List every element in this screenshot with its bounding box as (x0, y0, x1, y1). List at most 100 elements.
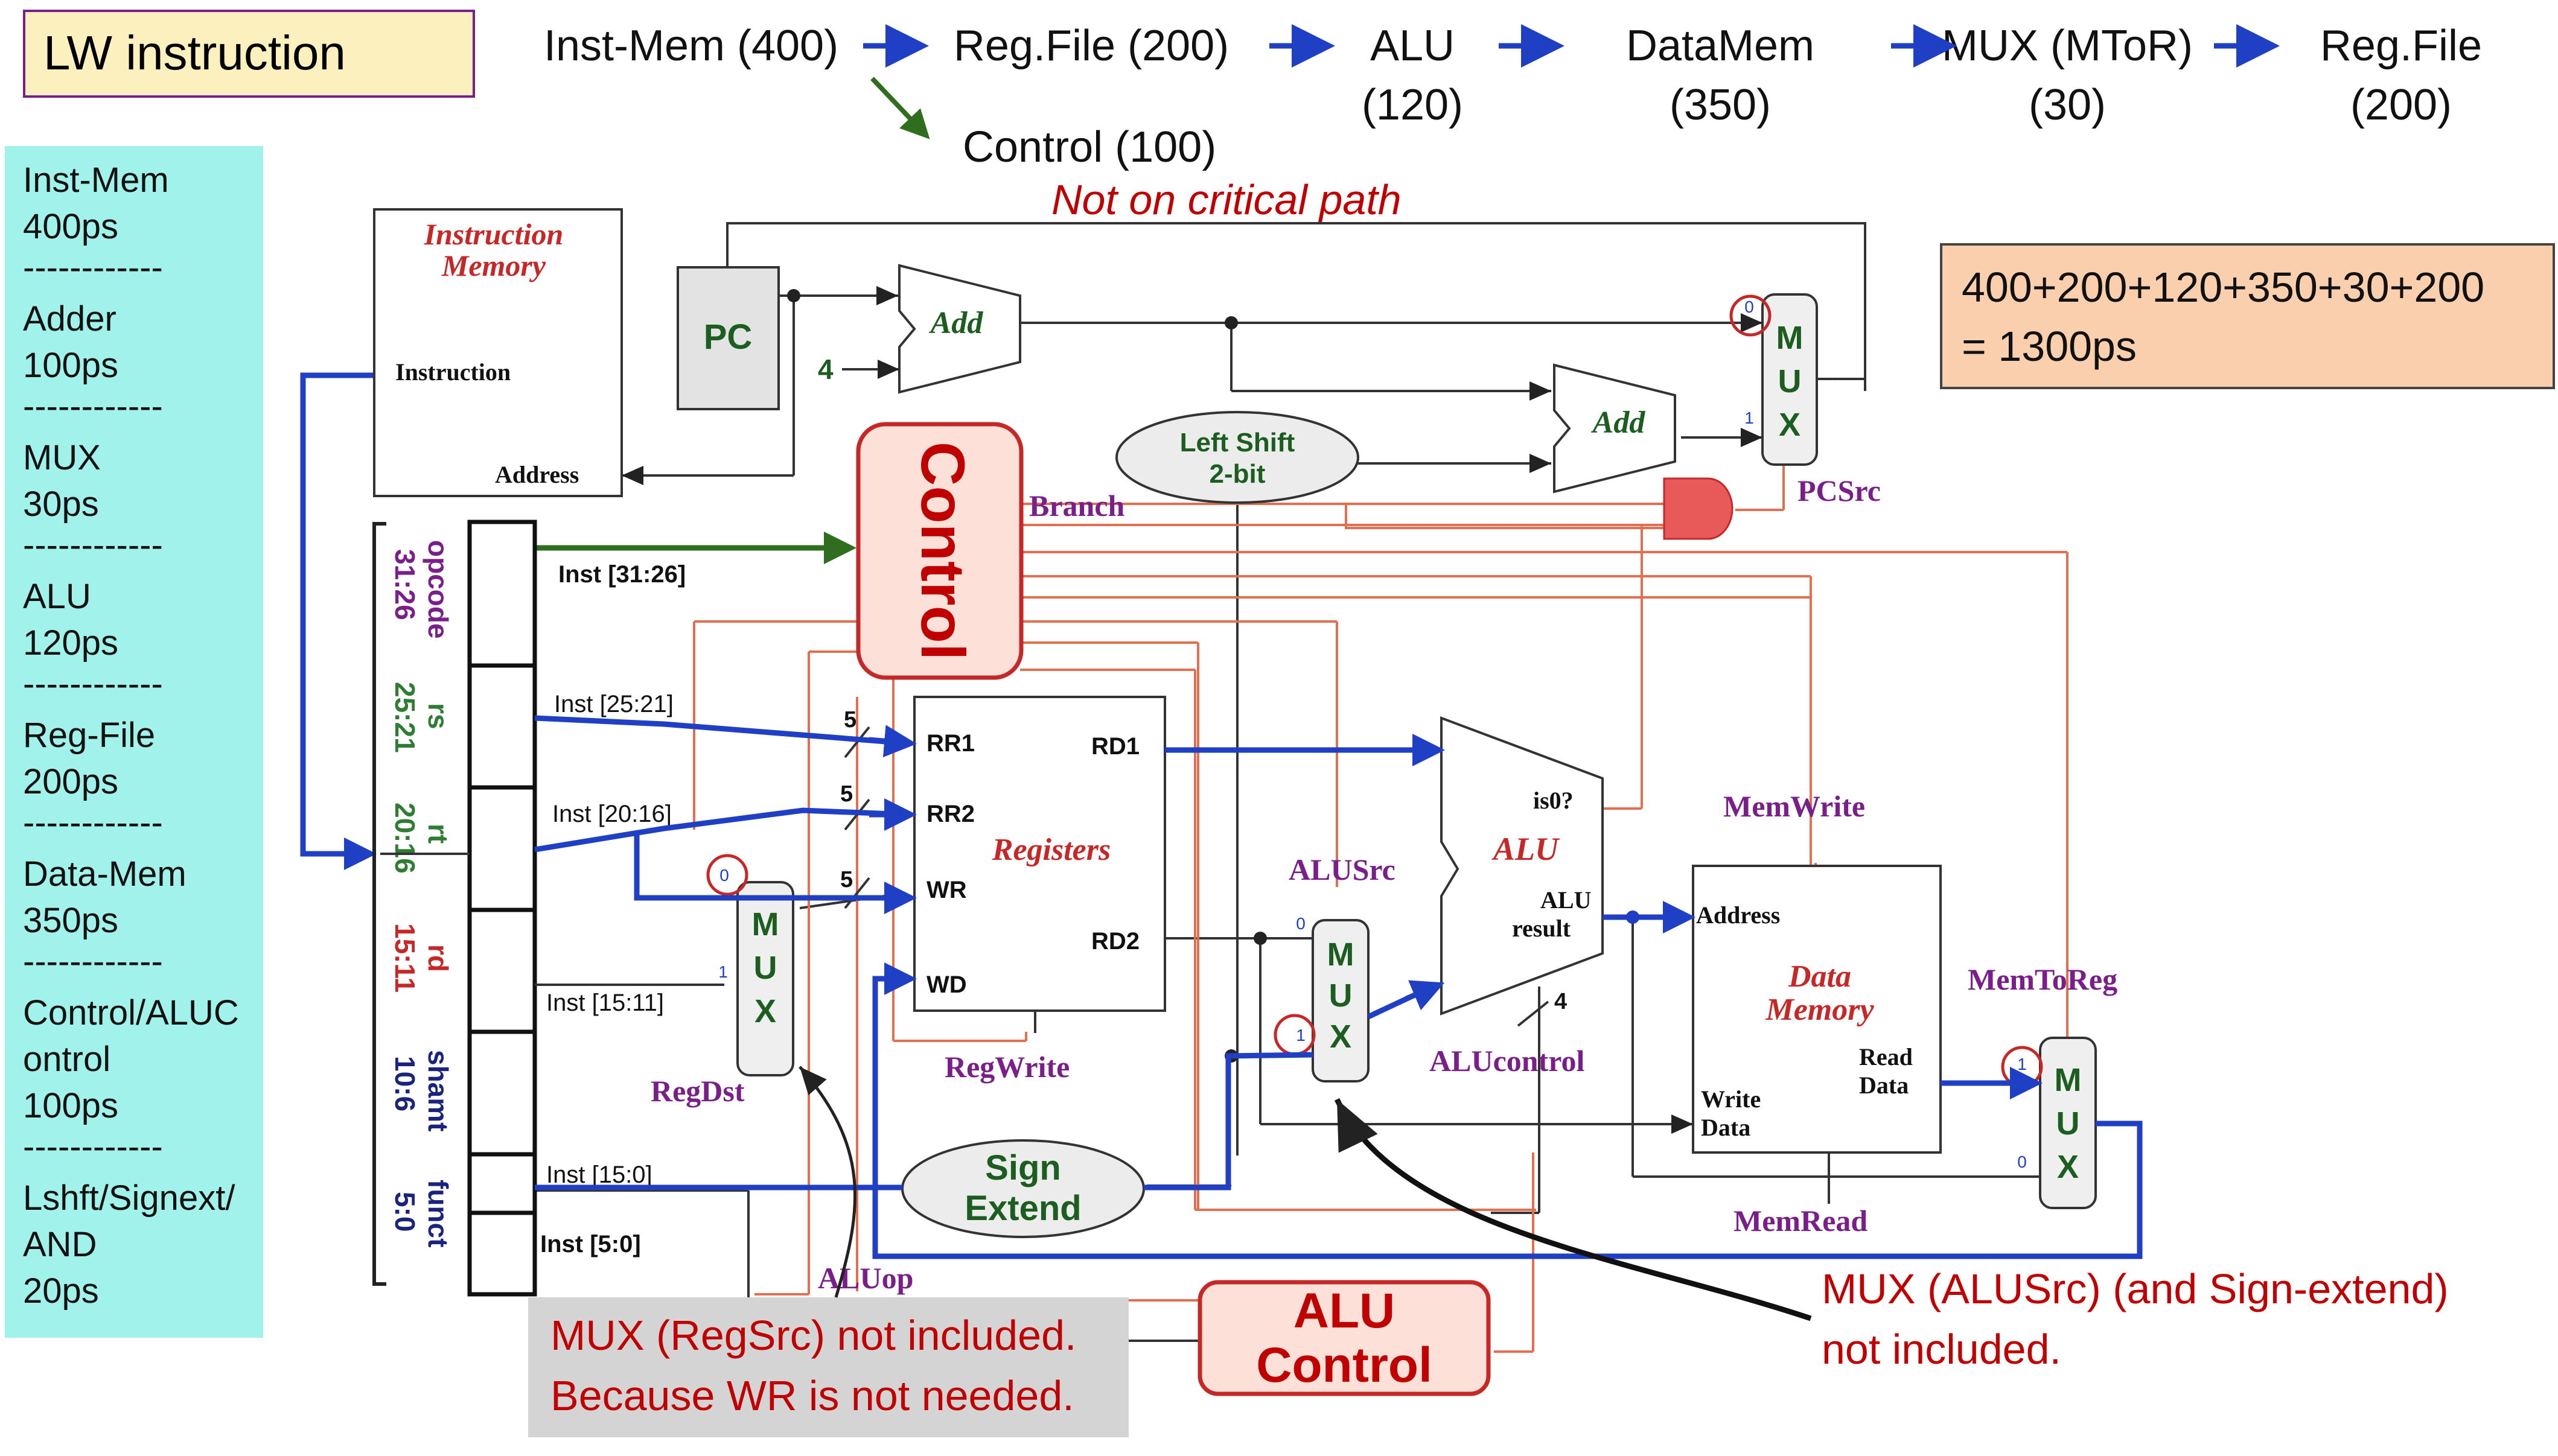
pc-register (677, 266, 780, 410)
svg-text:WD: WD (927, 971, 967, 998)
register-ports: RR1 RR2 WR WD RD1 RD2 (927, 730, 1140, 998)
instruction-bus (300, 372, 373, 857)
svg-text:4: 4 (1554, 989, 1567, 1014)
latency-legend (5, 146, 263, 1338)
svg-text:Control/ALUC: Control/ALUC (23, 993, 239, 1032)
svg-text:RD2: RD2 (1091, 928, 1140, 955)
alusrc-signal: ALUSrc (1289, 853, 1395, 886)
svg-text:Inst [31:26]: Inst [31:26] (558, 561, 686, 588)
regsrc-note-box (528, 1297, 1129, 1437)
svg-text:rd: rd (423, 944, 454, 972)
svg-text:10:6: 10:6 (389, 1056, 421, 1111)
regwrite-signal: RegWrite (945, 1050, 1070, 1084)
register-file (913, 696, 1166, 1012)
left-shift-label: 2-bit (1210, 459, 1266, 489)
page-title: LW instruction (43, 26, 346, 80)
memread-signal: MemRead (1734, 1204, 1867, 1238)
pc-adder-label: Add (929, 306, 984, 340)
svg-text:Inst [5:0]: Inst [5:0] (540, 1231, 641, 1257)
alucontrol-signal: ALUcontrol (1429, 1044, 1585, 1078)
junction-dot (1834, 378, 1836, 380)
svg-text:------------: ------------ (23, 526, 163, 565)
instruction-port-label: Instruction (395, 358, 511, 386)
svg-text:5: 5 (844, 707, 856, 733)
regdst-signal: RegDst (651, 1074, 745, 1108)
svg-text:rt: rt (423, 824, 454, 844)
instruction-memory-title: Instruction (424, 217, 564, 251)
control-label: Control (908, 442, 977, 661)
junction-dot (1626, 911, 1639, 924)
svg-text:20ps: 20ps (23, 1271, 99, 1311)
svg-text:shamt: shamt (423, 1050, 454, 1131)
instruction-memory (373, 208, 623, 497)
regsrc-pointer (799, 1066, 856, 1298)
alu-control-label: Control (1256, 1338, 1432, 1393)
path-step: DataMem (1626, 22, 1814, 70)
svg-text:WR: WR (927, 877, 967, 903)
instruction-fields: 31:26 opcode 25:21 rs 20:16 rt 15:11 rd … (389, 540, 454, 1247)
svg-text:------------: ------------ (23, 387, 163, 426)
mux-letter: X (1330, 1019, 1351, 1055)
junction-dot (1225, 316, 1238, 329)
svg-text:funct: funct (423, 1180, 454, 1247)
svg-text:Adder: Adder (23, 299, 116, 339)
svg-text:350ps: 350ps (23, 901, 118, 940)
sign-extend-label: Extend (965, 1189, 1081, 1228)
svg-text:Inst [20:16]: Inst [20:16] (552, 801, 672, 827)
data-memory-title: Data (1788, 959, 1851, 994)
svg-text:25:21: 25:21 (389, 682, 421, 753)
data-memory-title: Memory (1765, 993, 1874, 1027)
write-data-label: Data (1701, 1114, 1750, 1141)
junction-dot (1254, 932, 1267, 945)
svg-text:30ps: 30ps (23, 485, 99, 524)
highlight-circle (706, 854, 748, 896)
field-taps (380, 853, 724, 986)
mux-letter: M (2055, 1062, 2082, 1098)
svg-text:Inst [15:0]: Inst [15:0] (546, 1162, 652, 1188)
pc-mux (1761, 293, 1818, 466)
critical-path-header: Inst-Mem (400) Reg.File (200) ALU DataMe… (544, 22, 2482, 129)
svg-text:------------: ------------ (23, 664, 163, 704)
four-constant: 4 (818, 354, 834, 385)
svg-text:RR2: RR2 (927, 801, 975, 827)
svg-text:20:16: 20:16 (389, 803, 421, 874)
path-step: ALU (1370, 22, 1455, 70)
alusrc-note: MUX (ALUSrc) (and Sign-extend) (1822, 1265, 2449, 1312)
mux-letter: U (1778, 363, 1802, 399)
svg-text:5: 5 (840, 781, 853, 807)
alu-result-label: result (1512, 915, 1571, 942)
mux-letter: X (1779, 407, 1800, 443)
path-step-sub: (200) (2350, 81, 2452, 129)
total-sum: 400+200+120+350+30+200 (1962, 264, 2484, 311)
svg-text:Lshft/Signext/: Lshft/Signext/ (23, 1178, 235, 1218)
svg-text:opcode: opcode (423, 540, 454, 639)
svg-text:------------: ------------ (23, 803, 163, 842)
mux-letter: U (754, 950, 777, 986)
svg-text:31:26: 31:26 (389, 549, 421, 620)
regsrc-note: Because WR is not needed. (550, 1372, 1074, 1419)
branch-signal: Branch (1029, 489, 1125, 523)
not-critical-note: Not on critical path (1051, 176, 1402, 223)
alusrc-pointer (1334, 1098, 1812, 1321)
critical-path-arrowheads (869, 725, 2043, 1099)
alu-control-unit (1198, 1280, 1491, 1396)
svg-text:------------: ------------ (23, 1127, 163, 1166)
svg-text:100ps: 100ps (23, 1086, 118, 1125)
alusrc-note: not included. (1822, 1326, 2061, 1373)
pc-adder (898, 264, 1021, 394)
mux-input-1: 1 (2017, 1055, 2027, 1073)
svg-text:Inst [25:21]: Inst [25:21] (554, 691, 674, 717)
mux-input-1: 1 (718, 962, 728, 981)
branch-adder (1553, 363, 1676, 494)
svg-text:RD1: RD1 (1091, 733, 1140, 760)
control-branch-arrow (870, 77, 930, 139)
branch-adder-label: Add (1591, 405, 1646, 440)
alu-label: ALU (1491, 831, 1560, 867)
and-gate (1663, 477, 1734, 540)
path-step: Inst-Mem (400) (544, 22, 838, 70)
control-wires (693, 503, 2068, 1353)
critical-path (534, 715, 2143, 1259)
mux-letter: U (1329, 978, 1353, 1014)
mux-letter: M (1327, 936, 1354, 973)
